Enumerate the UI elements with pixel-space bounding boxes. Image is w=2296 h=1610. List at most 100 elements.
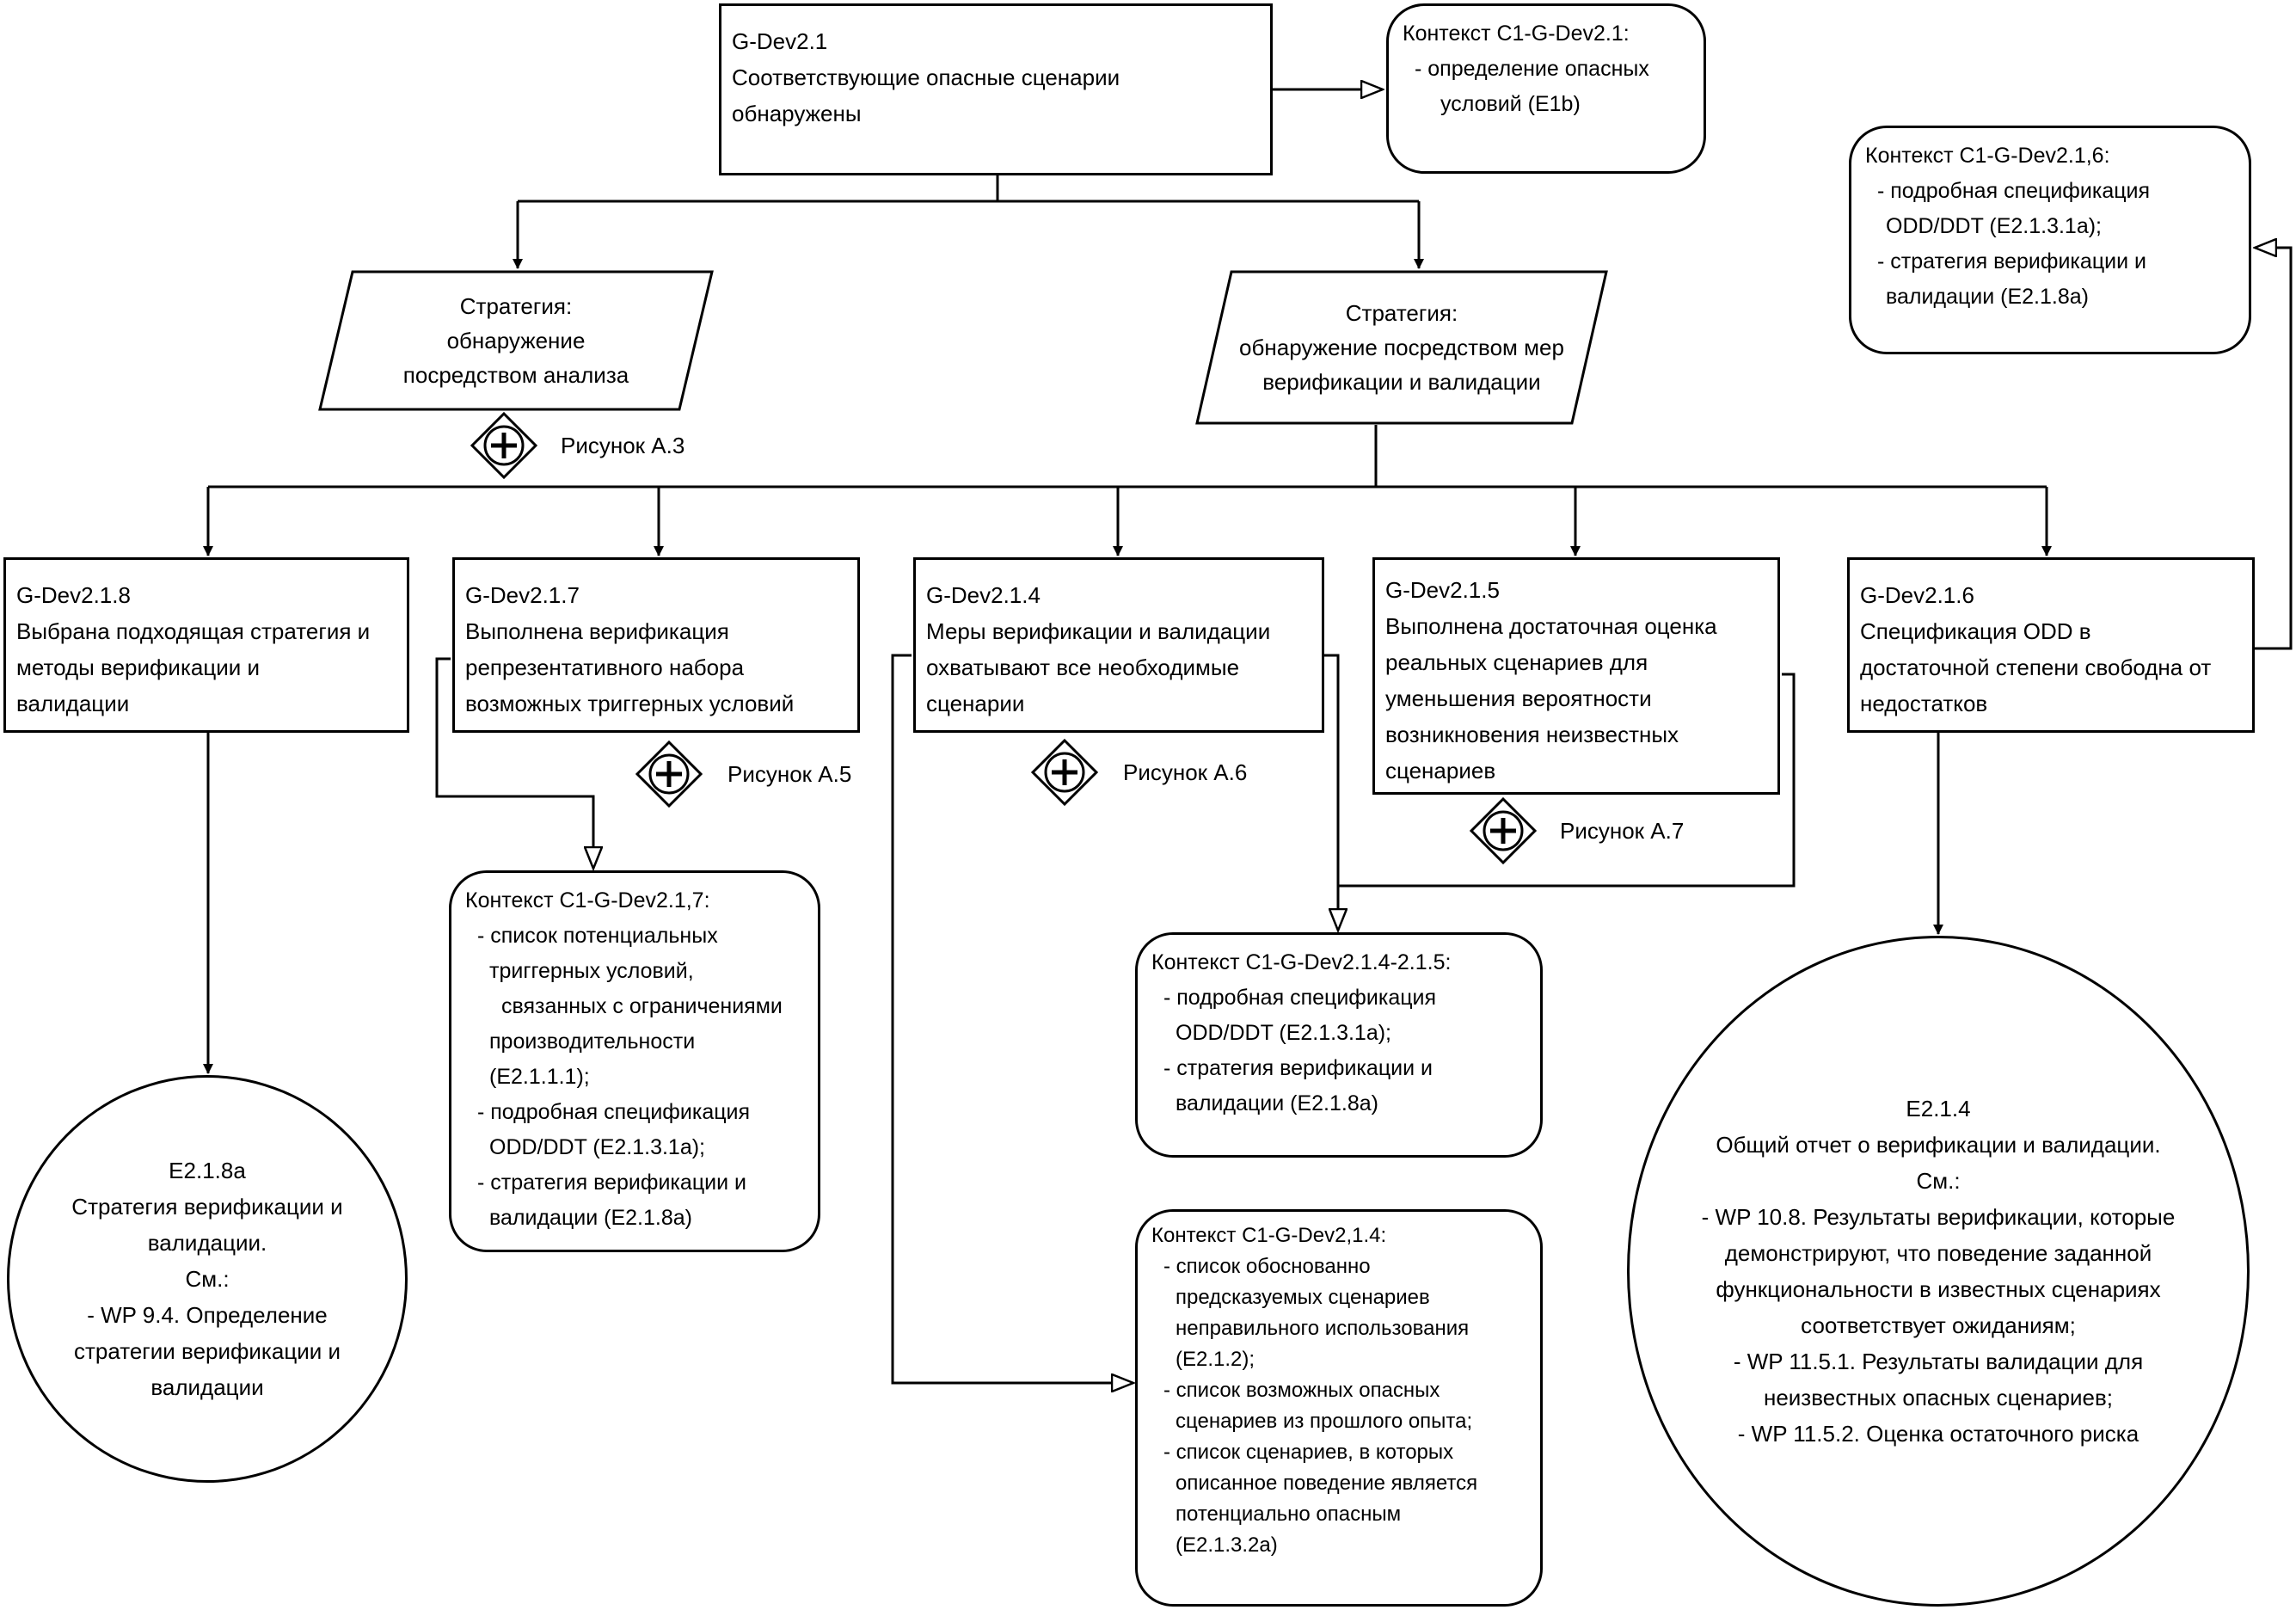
plus-diamond-icon: [1469, 796, 1538, 865]
strategy-analysis: Стратегия: обнаружение посредством анали…: [353, 270, 679, 411]
evidence-214-line-9: - WP 11.5.2. Оценка остаточного риска: [1737, 1421, 2139, 1447]
goal-214-id: G-Dev2.1.4: [926, 582, 1041, 608]
context-217-item-4: производительности: [489, 1029, 696, 1054]
goal-214: G-Dev2.1.4 Меры верификации и валидации …: [913, 557, 1324, 733]
context-214-215: Контекст С1-G-Dev2.1.4-2.1.5: - подробна…: [1135, 932, 1543, 1158]
root-context-title: Контекст С1-G-Dev2.1:: [1403, 22, 1630, 46]
expand-diamond-icon-a3[interactable]: [470, 411, 538, 480]
evidence-218a-line-3: См.:: [185, 1266, 230, 1292]
connector-goal-217-to-context: [435, 657, 593, 869]
goal-214-line-2: охватывают все необходимые: [926, 654, 1240, 680]
goal-215-id: G-Dev2.1.5: [1385, 577, 1500, 603]
context-214-title: Контекст С1-G-Dev2,1.4:: [1151, 1224, 1387, 1247]
evidence-214-line-5: функциональности в известных сценариях: [1716, 1276, 2161, 1302]
evidence-214-line-1: Общий отчет о верификации и валидации.: [1716, 1132, 2161, 1158]
context-214-item-3: неправильного использования: [1176, 1317, 1470, 1340]
evidence-218a-line-2: валидации.: [147, 1230, 267, 1256]
context-214-item-8: описанное поведение является: [1176, 1472, 1478, 1495]
evidence-218a-line-1: Стратегия верификации и: [71, 1194, 343, 1220]
goal-216-id: G-Dev2.1.6: [1860, 582, 1974, 608]
context-216-item-4: валидации (E2.1.8a): [1886, 285, 2089, 309]
root-goal: G-Dev2.1 Соответствующие опасные сценари…: [719, 3, 1273, 175]
context-214-item-9: потенциально опасным: [1176, 1502, 1402, 1526]
goal-214-line-1: Меры верификации и валидации: [926, 618, 1271, 644]
connector-goal-214-to-context-214: [891, 654, 1133, 1383]
root-goal-line-1: Соответствующие опасные сценарии: [732, 65, 1120, 90]
plus-diamond-icon: [1030, 738, 1099, 807]
context-216-item-2: ODD/DDT (E2.1.3.1a);: [1886, 214, 2103, 238]
goal-217-id: G-Dev2.1.7: [465, 582, 580, 608]
evidence-218a: E2.1.8a Стратегия верификации и валидаци…: [7, 1075, 408, 1483]
connector-goal-216-to-context: [2255, 248, 2293, 650]
context-214: Контекст С1-G-Dev2,1.4: - список обоснов…: [1135, 1209, 1543, 1607]
evidence-214-line-3: - WP 10.8. Результаты верификации, котор…: [1701, 1204, 2176, 1230]
goal-218-line-3: валидации: [16, 691, 130, 716]
context-214-item-2: предсказуемых сценариев: [1176, 1286, 1430, 1309]
context-217-title: Контекст С1-G-Dev2.1,7:: [465, 888, 710, 913]
connector-root-trunk: [518, 175, 1419, 203]
expand-diamond-icon-a5[interactable]: [635, 740, 703, 808]
context-217-item-1: - список потенциальных: [477, 924, 718, 948]
expand-diamond-icon-a7[interactable]: [1469, 796, 1538, 865]
context-217-item-5: (E2.1.1.1);: [489, 1065, 590, 1089]
evidence-214-line-7: - WP 11.5.1. Результаты валидации для: [1733, 1349, 2144, 1374]
goal-218-line-1: Выбрана подходящая стратегия и: [16, 618, 371, 644]
root-goal-id: G-Dev2.1: [732, 28, 828, 54]
context-214-215-item-2: ODD/DDT (E2.1.3.1a);: [1176, 1021, 1392, 1045]
evidence-218a-line-5: стратегии верификации и: [73, 1338, 341, 1364]
strategy-vv-title: Стратегия:: [1345, 300, 1458, 326]
context-216-item-1: - подробная спецификация: [1877, 179, 2151, 203]
evidence-218a-line-4: - WP 9.4. Определение: [87, 1302, 328, 1328]
evidence-214-line-2: См.:: [1916, 1168, 1961, 1194]
goal-214-line-3: сценарии: [926, 691, 1025, 716]
context-217-item-3: связанных с ограничениями: [501, 994, 783, 1018]
root-goal-line-2: обнаружены: [732, 101, 862, 126]
goal-215-line-1: Выполнена достаточная оценка: [1385, 613, 1717, 639]
context-214-215-item-4: валидации (E2.1.8a): [1176, 1091, 1378, 1115]
context-214-215-title: Контекст С1-G-Dev2.1.4-2.1.5:: [1151, 950, 1452, 974]
context-214-item-6: сценариев из прошлого опыта;: [1176, 1410, 1473, 1433]
expand-diamond-icon-a6[interactable]: [1030, 738, 1099, 807]
goal-217-line-1: Выполнена верификация: [465, 618, 729, 644]
evidence-214-line-8: неизвестных опасных сценариев;: [1763, 1385, 2114, 1410]
root-context: Контекст С1-G-Dev2.1: - определение опас…: [1386, 3, 1706, 174]
goal-215-line-2: реальных сценариев для: [1385, 649, 1648, 675]
figure-label-a5: Рисунок А.5: [727, 761, 852, 787]
context-217-item-8: - стратегия верификации и: [477, 1171, 746, 1195]
strategy-vv-line-2: верификации и валидации: [1262, 369, 1541, 395]
strategy-vv: Стратегия: обнаружение посредством мер в…: [1221, 270, 1582, 425]
context-217-item-9: валидации (E2.1.8a): [489, 1206, 692, 1230]
goal-216-line-1: Спецификация ODD в: [1860, 618, 2091, 644]
evidence-218a-id: E2.1.8a: [169, 1158, 246, 1183]
context-214-item-4: (E2.1.2);: [1176, 1348, 1255, 1371]
connector-goal-215-to-shared-context: [1338, 673, 1796, 931]
strategy-vv-shape: [1195, 270, 1608, 425]
evidence-214-line-4: демонстрируют, что поведение заданной: [1724, 1240, 2152, 1266]
goal-217-line-3: возможных триггерных условий: [465, 691, 795, 716]
figure-label-a6: Рисунок А.6: [1123, 759, 1248, 785]
goal-215-line-3: уменьшения вероятности: [1385, 685, 1652, 711]
strategy-analysis-title: Стратегия:: [459, 293, 573, 319]
context-216: Контекст С1-G-Dev2.1,6: - подробная спец…: [1849, 126, 2251, 354]
strategy-analysis-shape: [318, 270, 714, 411]
goal-216: G-Dev2.1.6 Спецификация ODD в достаточно…: [1847, 557, 2255, 733]
figure-label-a7: Рисунок А.7: [1560, 818, 1685, 844]
goal-217-line-2: репрезентативного набора: [465, 654, 745, 680]
goal-215: G-Dev2.1.5 Выполнена достаточная оценка …: [1372, 557, 1780, 795]
strategy-analysis-line-1: обнаружение: [446, 328, 586, 353]
connector-goal-214-to-shared-context: [1323, 654, 1340, 886]
figure-label-a3: Рисунок А.3: [561, 433, 685, 458]
goal-215-line-4: возникновения неизвестных: [1385, 722, 1679, 747]
context-214-215-item-3: - стратегия верификации и: [1163, 1056, 1433, 1080]
context-217-item-7: ODD/DDT (E2.1.3.1a);: [489, 1135, 706, 1159]
evidence-214: E2.1.4 Общий отчет о верификации и валид…: [1627, 936, 2250, 1607]
evidence-218a-line-6: валидации: [150, 1374, 264, 1400]
goal-218-id: G-Dev2.1.8: [16, 582, 131, 608]
context-214-item-10: (E2.1.3.2a): [1176, 1533, 1278, 1557]
goal-216-line-2: достаточной степени свободна от: [1860, 654, 2212, 680]
context-214-item-5: - список возможных опасных: [1163, 1379, 1440, 1402]
goal-216-line-3: недостатков: [1860, 691, 1988, 716]
connector-strategy-bus: [208, 425, 2047, 489]
context-216-title: Контекст С1-G-Dev2.1,6:: [1865, 144, 2110, 168]
